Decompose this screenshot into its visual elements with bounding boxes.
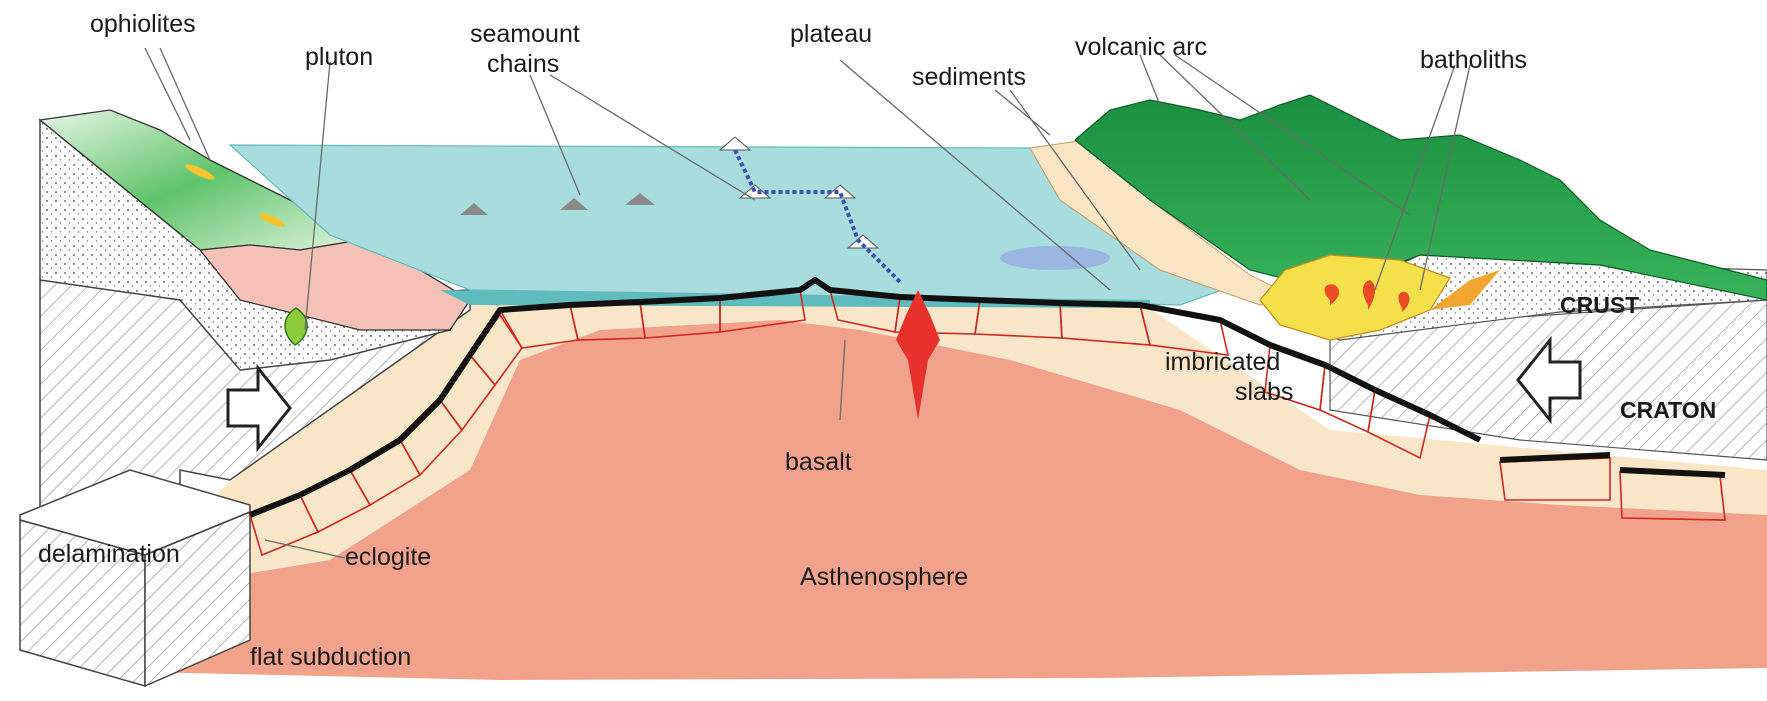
label-delamination: delamination: [38, 540, 180, 568]
label-asthenosphere: Asthenosphere: [800, 563, 968, 591]
label-craton: CRATON: [1620, 397, 1716, 423]
label-ophiolites: ophiolites: [90, 10, 196, 38]
label-crust: CRUST: [1560, 292, 1639, 318]
label-volcanic-arc: volcanic arc: [1075, 33, 1207, 61]
label-basalt: basalt: [785, 448, 852, 476]
label-sediments: sediments: [912, 63, 1026, 91]
oceanic-plateau: [1000, 246, 1110, 270]
label-slabs: slabs: [1235, 378, 1293, 406]
label-pluton: pluton: [305, 43, 373, 71]
label-seamount: seamount: [470, 20, 580, 48]
label-flat-subduction: flat subduction: [250, 643, 411, 671]
label-plateau: plateau: [790, 20, 872, 48]
label-eclogite: eclogite: [345, 543, 431, 571]
label-chains: chains: [487, 50, 559, 78]
seamount-4: [720, 137, 750, 150]
label-batholiths: batholiths: [1420, 46, 1527, 74]
label-imbricated: imbricated: [1165, 348, 1280, 376]
